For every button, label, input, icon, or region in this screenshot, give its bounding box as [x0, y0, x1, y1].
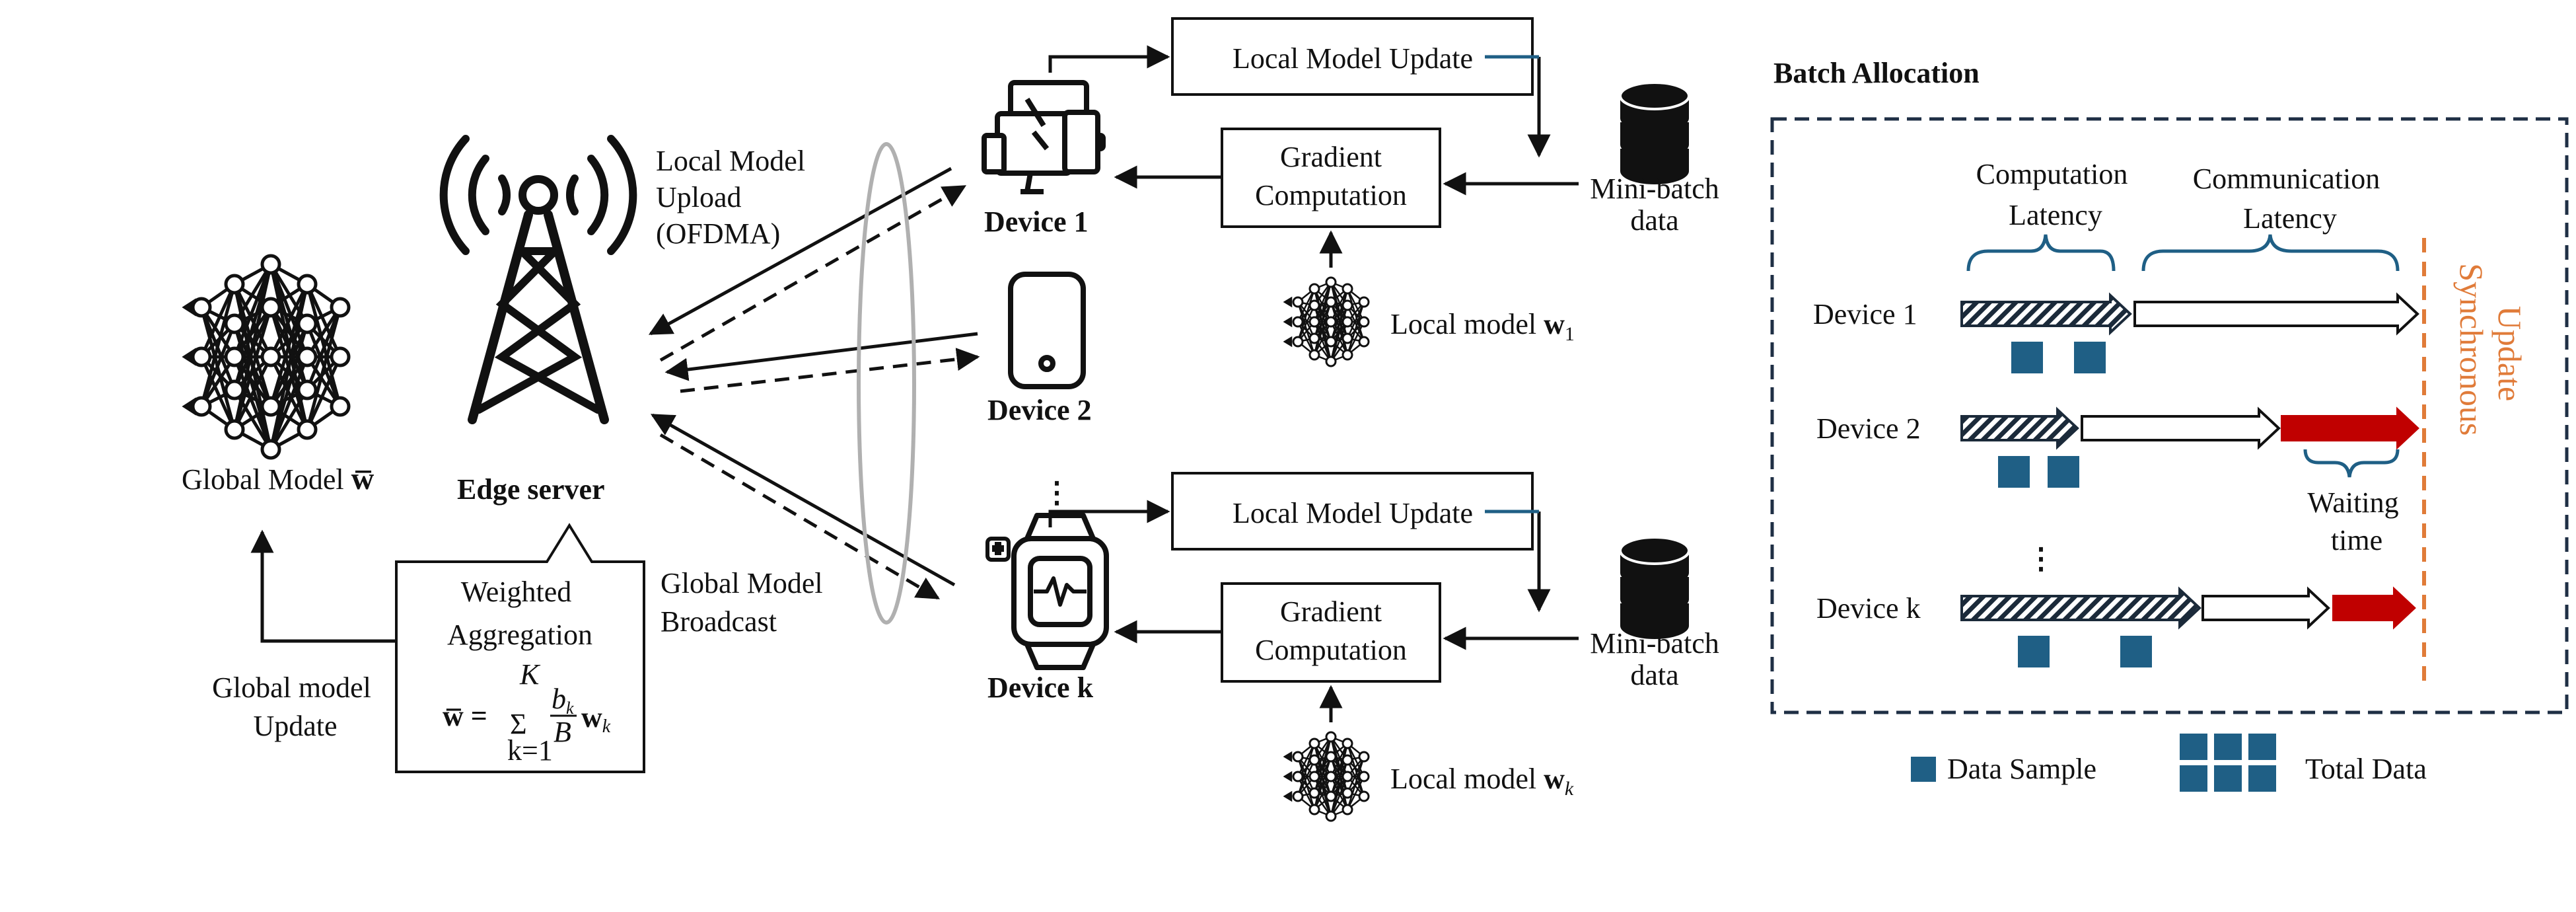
svg-text:wk: wk: [581, 701, 611, 737]
local-model-update-label: Local Model Update: [1233, 42, 1473, 75]
downlink-device1-arrow: [659, 184, 967, 362]
global-update-label: Global model Update: [212, 671, 378, 742]
data-sample-square: [2048, 456, 2079, 488]
batch-row-label: Device k: [1816, 592, 1921, 625]
communication-latency-arrow: [2201, 586, 2330, 630]
gradient-computation-box: [1221, 582, 1441, 683]
waiting-time-arrow: [2281, 406, 2419, 450]
local-model-update-box: [1171, 17, 1534, 96]
ofdma-channel-ellipse: [857, 142, 916, 625]
database-icon: [1619, 81, 1690, 184]
local-neural-network-icon: [1283, 731, 1370, 822]
devicek-icon: [985, 513, 1109, 670]
local-neural-network-icon: [1283, 276, 1370, 367]
global-neural-network-icon: [182, 254, 351, 460]
batch-row: Device k: [1816, 586, 2416, 667]
uplink-device2-arrow: [664, 332, 978, 381]
batch-ellipsis: ⋮: [2026, 543, 2056, 575]
device2-icon: [1008, 272, 1086, 389]
batch-row-label: Device 1: [1813, 298, 1917, 330]
downlink-label: Global Model Broadcast: [661, 567, 830, 638]
computation-brace: [1966, 234, 2116, 272]
legend-total-swatch: [2180, 734, 2276, 792]
synchronous-update-label: Synchronous Update: [2453, 263, 2528, 444]
data-sample-square: [2120, 636, 2152, 667]
wireless-links: [648, 167, 980, 600]
local-model-update-box: [1171, 472, 1534, 551]
device1-icon: [982, 80, 1106, 194]
aggregation-title: Weighted Aggregation: [447, 576, 592, 651]
global-update-arrow: [250, 529, 396, 643]
svg-text:bk: bk: [552, 683, 574, 718]
device2-label: Device 2: [987, 394, 1092, 426]
local-model-label: Local model w1: [1390, 308, 1575, 345]
batch-allocation-frame: [1770, 117, 2569, 714]
legend-sample-label: Data Sample: [1947, 753, 2096, 785]
sum-symbol: Σ: [510, 708, 527, 740]
svg-text:B: B: [554, 716, 571, 748]
svg-text:K: K: [519, 658, 541, 691]
data-sample-square: [2018, 636, 2050, 667]
data-sample-square: [2011, 342, 2043, 373]
device-ellipsis: ⋮: [1042, 476, 1071, 509]
database-icon: [1619, 536, 1690, 639]
uplink-label: Local Model Upload (OFDMA): [656, 145, 812, 250]
svg-text:w̅ =: w̅ =: [443, 700, 487, 732]
device1-label: Device 1: [984, 206, 1089, 238]
aggregation-callout: [395, 523, 645, 773]
communication-brace: [2141, 234, 2400, 272]
computation-latency-arrow: [1960, 586, 2201, 630]
batch-row: Device 1: [1813, 292, 2419, 373]
local-model-label: Local model wk: [1390, 763, 1574, 800]
devicek-label: Device k: [987, 671, 1094, 704]
computation-latency-arrow: [1960, 292, 2132, 336]
svg-text:k=1: k=1: [507, 734, 553, 767]
gradient-computation-box: [1221, 128, 1441, 228]
computation-latency-arrow: [1960, 406, 2079, 450]
legend-total-label: Total Data: [2305, 753, 2427, 785]
communication-latency-arrow: [2081, 406, 2281, 450]
edge-server-tower-icon: [439, 135, 637, 424]
downlink-devicek-arrow: [659, 433, 941, 600]
computation-latency-label: Computation Latency: [1976, 158, 2135, 231]
communication-latency-arrow: [2133, 292, 2419, 336]
aggregation-formula: w̅ = Σ K k=1 bk B wk: [443, 658, 611, 767]
batch-allocation-title: Batch Allocation: [1773, 57, 1980, 89]
waiting-time-arrow: [2332, 586, 2416, 630]
global-model-label: Global Model w̅: [182, 461, 375, 496]
legend-sample-swatch: [1911, 757, 1936, 782]
communication-latency-label: Communication Latency: [2193, 163, 2388, 235]
uplink-device1-arrow: [648, 167, 952, 336]
batch-row: Device 2: [1816, 406, 2419, 488]
waiting-time-label: Waiting time: [2307, 486, 2406, 556]
waiting-time-brace: [2303, 449, 2400, 478]
edge-server-label: Edge server: [457, 473, 605, 506]
batch-row-label: Device 2: [1816, 412, 1921, 445]
data-sample-square: [2074, 342, 2106, 373]
data-sample-square: [1998, 456, 2030, 488]
downlink-device2-arrow: [680, 348, 980, 393]
local-model-update-label: Local Model Update: [1233, 497, 1473, 529]
